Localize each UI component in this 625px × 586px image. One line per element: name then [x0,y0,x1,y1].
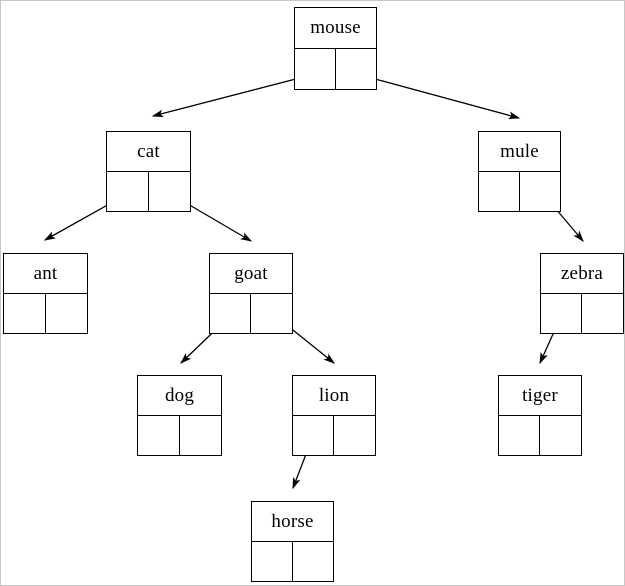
node-label-tiger: tiger [499,376,581,416]
node-right-pointer-lion[interactable] [334,416,375,456]
node-pointers-zebra [541,293,623,334]
node-pointers-dog [138,415,222,456]
node-label-mouse: mouse [295,8,376,49]
node-left-pointer-lion[interactable] [293,415,334,455]
node-label-zebra: zebra [541,254,623,294]
node-left-pointer-mule[interactable] [479,171,520,211]
node-left-pointer-mouse[interactable] [295,48,336,89]
tree-node-mule[interactable]: mule [478,131,561,212]
node-pointers-mule [479,171,561,212]
tree-node-horse[interactable]: horse [251,501,334,582]
node-pointers-horse [252,541,334,582]
tree-node-tiger[interactable]: tiger [498,375,582,456]
node-right-pointer-tiger[interactable] [540,416,581,456]
node-left-pointer-tiger[interactable] [499,415,540,455]
node-label-ant: ant [4,254,87,294]
node-right-pointer-horse[interactable] [293,542,334,582]
tree-node-goat[interactable]: goat [209,253,293,334]
tree-node-mouse[interactable]: mouse [294,7,377,90]
node-pointers-lion [293,415,375,456]
node-left-pointer-horse[interactable] [252,541,293,581]
tree-node-lion[interactable]: lion [292,375,376,456]
tree-node-zebra[interactable]: zebra [540,253,624,334]
node-pointers-cat [107,171,191,212]
node-pointers-tiger [499,415,581,456]
tree-node-ant[interactable]: ant [3,253,88,334]
node-label-cat: cat [107,132,190,172]
node-right-pointer-goat[interactable] [251,294,292,334]
tree-node-dog[interactable]: dog [137,375,222,456]
node-pointers-ant [4,293,88,334]
tree-node-cat[interactable]: cat [106,131,191,212]
node-left-pointer-goat[interactable] [210,293,251,333]
node-right-pointer-mule[interactable] [520,172,561,212]
node-pointers-goat [210,293,292,334]
node-left-pointer-zebra[interactable] [541,293,582,333]
node-pointers-mouse [295,48,377,90]
tree-edge-mouse-right-to-mule [352,72,521,120]
node-label-dog: dog [138,376,221,416]
node-right-pointer-zebra[interactable] [582,294,623,334]
node-label-lion: lion [293,376,375,416]
node-label-horse: horse [252,502,333,542]
node-label-goat: goat [210,254,292,294]
node-left-pointer-dog[interactable] [138,415,180,455]
node-left-pointer-cat[interactable] [107,171,149,211]
node-label-mule: mule [479,132,560,172]
node-right-pointer-ant[interactable] [46,294,88,334]
node-left-pointer-ant[interactable] [4,293,46,333]
node-right-pointer-cat[interactable] [149,172,191,212]
node-right-pointer-dog[interactable] [180,416,222,456]
node-right-pointer-mouse[interactable] [336,49,377,90]
